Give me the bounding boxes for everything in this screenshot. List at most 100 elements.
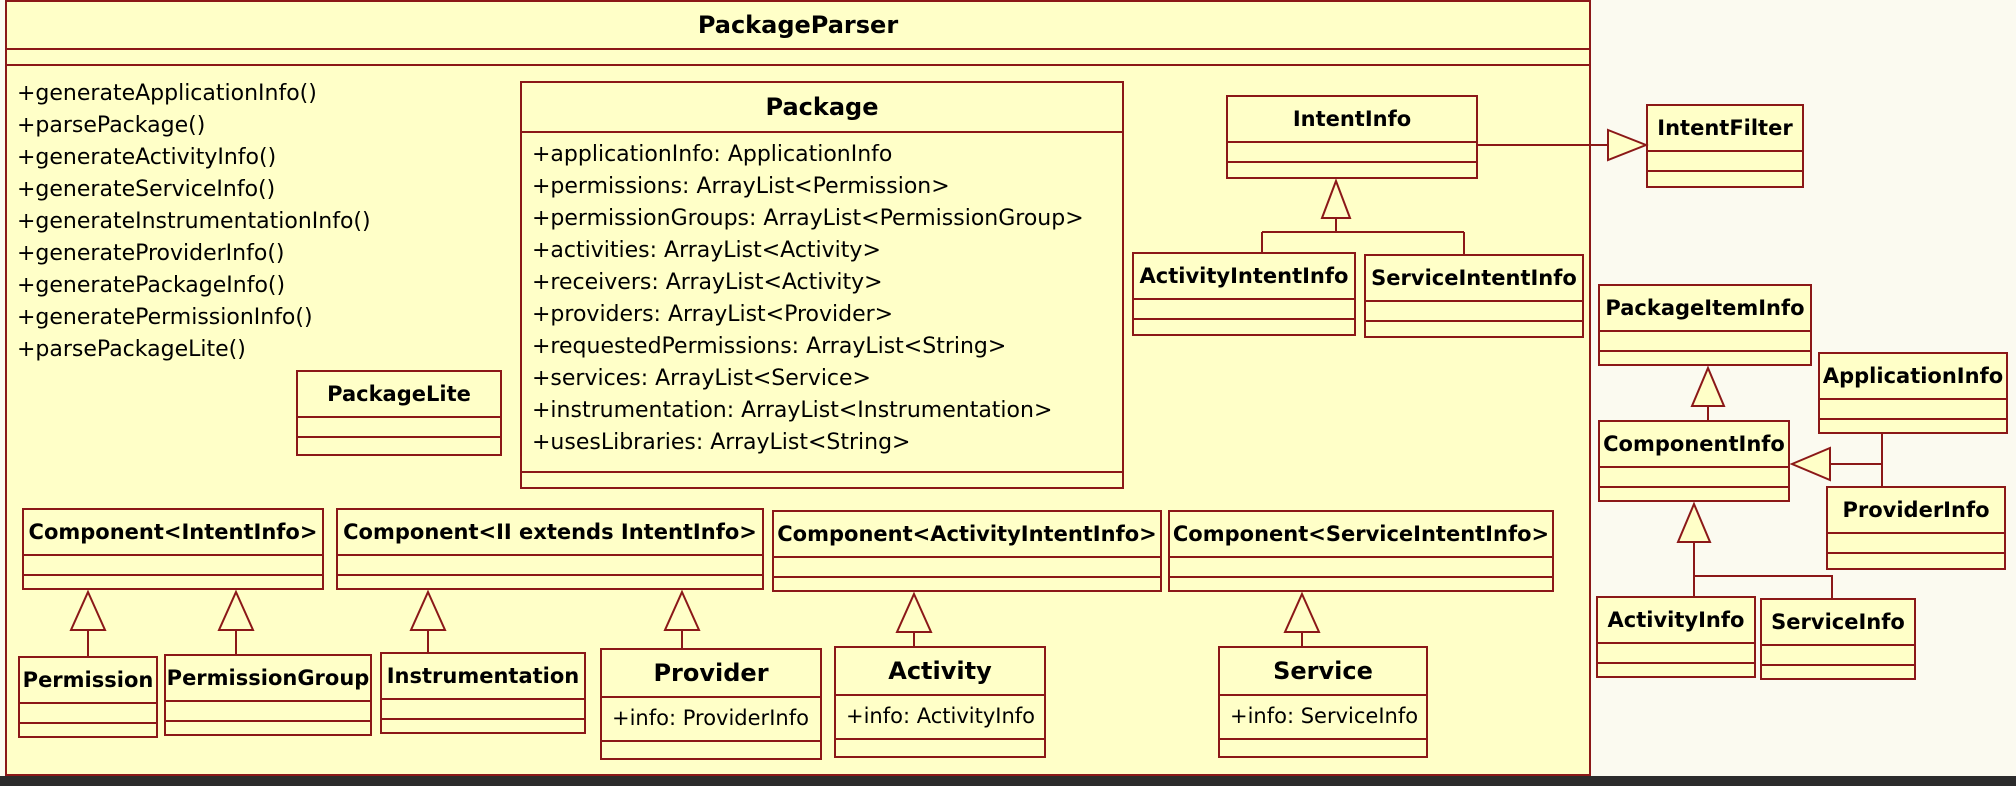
class-name: ServiceIntentInfo (1366, 256, 1582, 302)
class-intent-filter[interactable]: IntentFilter (1646, 104, 1804, 188)
divider (7, 48, 1589, 50)
method-section (20, 724, 156, 736)
class-name: ServiceInfo (1762, 600, 1914, 646)
attribute-section (1600, 468, 1788, 488)
class-activity-intent-info[interactable]: ActivityIntentInfo (1132, 252, 1356, 336)
divider (7, 64, 1589, 66)
class-permission-group[interactable]: PermissionGroup (164, 654, 372, 736)
attribute: +info: ActivityInfo (846, 704, 1036, 728)
class-name: IntentFilter (1648, 106, 1802, 152)
attribute-section (298, 418, 500, 438)
attribute-section (1170, 558, 1552, 578)
class-service[interactable]: Service +info: ServiceInfo (1218, 646, 1428, 758)
class-activity[interactable]: Activity +info: ActivityInfo (834, 646, 1046, 758)
attribute: +info: ProviderInfo (612, 706, 809, 730)
class-provider-info[interactable]: ProviderInfo (1826, 486, 2006, 570)
method-section (774, 578, 1160, 590)
method-section (1762, 666, 1914, 678)
attribute: +applicationInfo: ApplicationInfo (532, 142, 893, 167)
class-intent-info[interactable]: IntentInfo (1226, 95, 1478, 179)
method-section (1170, 578, 1552, 590)
bottom-bar (0, 776, 2016, 786)
method-section (1648, 172, 1802, 186)
method: +parsePackageLite() (17, 337, 246, 362)
class-name: Component<ActivityIntentInfo> (774, 512, 1160, 558)
class-name: Provider (602, 650, 820, 698)
method: +generateInstrumentationInfo() (17, 209, 371, 234)
method: +parsePackage() (17, 113, 206, 138)
attribute-section (338, 556, 762, 576)
class-name: ApplicationInfo (1820, 354, 2006, 400)
attribute: +requestedPermissions: ArrayList<String> (532, 334, 1007, 359)
class-name: ActivityIntentInfo (1134, 254, 1354, 300)
attribute-section (774, 558, 1160, 578)
attribute-section (1598, 644, 1754, 664)
class-package-lite[interactable]: PackageLite (296, 370, 502, 456)
attribute-section: +info: ServiceInfo (1220, 696, 1426, 740)
class-activity-info[interactable]: ActivityInfo (1596, 596, 1756, 678)
method: +generateServiceInfo() (17, 177, 276, 202)
inheritance-arrow (1690, 365, 1726, 407)
method-section (836, 740, 1044, 756)
method: +generatePackageInfo() (17, 273, 286, 298)
method-section (24, 576, 322, 588)
class-package[interactable]: Package +applicationInfo: ApplicationInf… (520, 81, 1124, 489)
class-package-item-info[interactable]: PackageItemInfo (1598, 284, 1812, 366)
attribute: +usesLibraries: ArrayList<String> (532, 430, 911, 455)
class-name: Component<ServiceIntentInfo> (1170, 512, 1552, 558)
method-section (1134, 320, 1354, 334)
class-name: Instrumentation (382, 654, 584, 700)
method-section (298, 438, 500, 454)
attribute-section: +info: ProviderInfo (602, 698, 820, 742)
attribute-section (1762, 646, 1914, 666)
attribute-section (24, 556, 322, 576)
method-section (338, 576, 762, 588)
attribute: +permissions: ArrayList<Permission> (532, 174, 950, 199)
attribute-section (1820, 400, 2006, 420)
method-section (1820, 420, 2006, 432)
method-section (602, 742, 820, 758)
class-service-intent-info[interactable]: ServiceIntentInfo (1364, 254, 1584, 338)
class-component-service-intent-info[interactable]: Component<ServiceIntentInfo> (1168, 510, 1554, 592)
attribute: +instrumentation: ArrayList<Instrumentat… (532, 398, 1053, 423)
attribute-section (1366, 302, 1582, 322)
class-name: Component<II extends IntentInfo> (338, 510, 762, 556)
class-permission[interactable]: Permission (18, 656, 158, 738)
attribute: +providers: ArrayList<Provider> (532, 302, 894, 327)
method: +generateApplicationInfo() (17, 81, 317, 106)
class-name: Activity (836, 648, 1044, 696)
method-list: +generateApplicationInfo() +parsePackage… (17, 78, 371, 366)
method-section (1366, 322, 1582, 336)
inheritance-line (1693, 542, 1833, 598)
class-application-info[interactable]: ApplicationInfo (1818, 352, 2008, 434)
method-section (382, 720, 584, 732)
class-name: ProviderInfo (1828, 488, 2004, 534)
inheritance-arrow (1789, 446, 1831, 482)
method: +generateActivityInfo() (17, 145, 277, 170)
attribute-section (1648, 152, 1802, 172)
class-instrumentation[interactable]: Instrumentation (380, 652, 586, 734)
class-component-intent-info[interactable]: Component<IntentInfo> (22, 508, 324, 590)
class-name: Package (522, 83, 1122, 133)
attribute-section (382, 700, 584, 720)
class-name: ActivityInfo (1598, 598, 1754, 644)
method-section (1828, 554, 2004, 568)
class-service-info[interactable]: ServiceInfo (1760, 598, 1916, 680)
class-component-ii[interactable]: Component<II extends IntentInfo> (336, 508, 764, 590)
class-provider[interactable]: Provider +info: ProviderInfo (600, 648, 822, 760)
method-section (1220, 740, 1426, 756)
method-section (166, 722, 370, 734)
class-name: ComponentInfo (1600, 422, 1788, 468)
attribute: +activities: ArrayList<Activity> (532, 238, 881, 263)
class-component-activity-intent-info[interactable]: Component<ActivityIntentInfo> (772, 510, 1162, 592)
class-name: PackageItemInfo (1600, 286, 1810, 332)
class-name: Service (1220, 648, 1426, 696)
class-name: PackageParser (697, 11, 899, 39)
method: +generatePermissionInfo() (17, 305, 313, 330)
method-section (1598, 664, 1754, 676)
inheritance-arrow (1607, 128, 1649, 162)
class-component-info[interactable]: ComponentInfo (1598, 420, 1790, 502)
inheritance-arrow (1676, 501, 1712, 543)
attribute-section (1828, 534, 2004, 554)
method-section (522, 473, 1122, 487)
